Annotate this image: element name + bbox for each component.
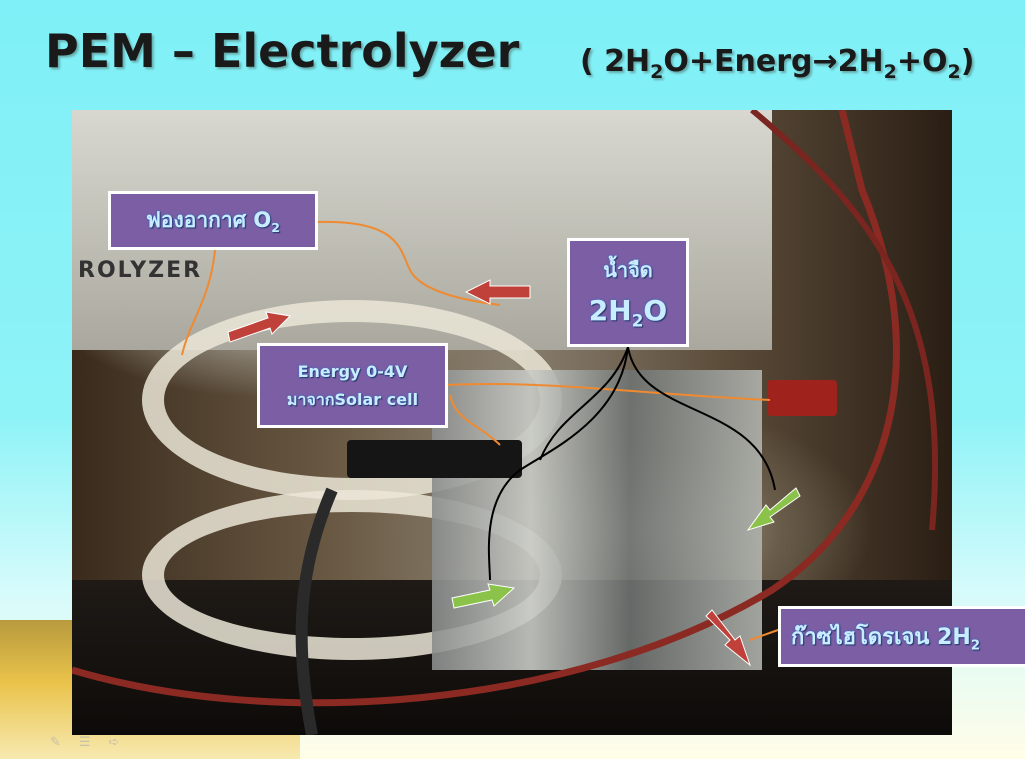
red-arrow-icons [227,279,752,667]
panel-label: ROLYZER [78,258,203,283]
slideshow-controls: ✎ ☰ ➪ [50,735,119,750]
slide-title: PEM – Electrolyzer [45,24,520,78]
pem-cell [432,370,762,670]
red-plug [767,380,837,416]
pen-icon[interactable]: ✎ [50,735,61,750]
label-oxygen-bubbles: ฟองอากาศ O2 [108,191,318,250]
label-hydrogen-gas: ก๊าซไฮโดรเจน 2H2 [778,606,1025,667]
green-arrow-icons [451,487,801,609]
black-plug [347,440,522,478]
cables [72,110,938,735]
next-icon[interactable]: ➪ [108,735,120,750]
menu-icon[interactable]: ☰ [78,735,91,750]
reaction-formula: ( 2H2O+Energ→2H2+O2) [580,44,975,83]
